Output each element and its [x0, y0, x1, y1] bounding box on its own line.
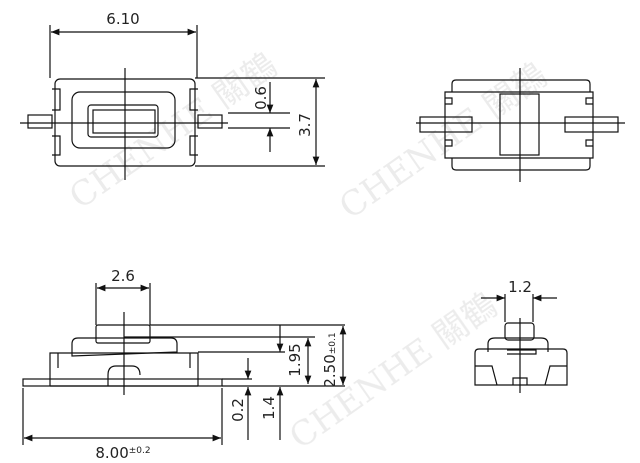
top-view: 6.10 0.6 3.7 — [20, 10, 325, 180]
svg-text:2.50±0.1: 2.50±0.1 — [321, 332, 339, 387]
dim-base-thickness: 0.2 — [229, 398, 247, 422]
dim-end-button-width: 1.2 — [508, 278, 532, 296]
svg-text:CHENHE 關鶴: CHENHE 關鶴 — [332, 55, 554, 227]
bottom-view — [416, 68, 625, 182]
dim-pin-width: 0.6 — [252, 86, 270, 110]
dim-length-tol: ±0.2 — [129, 446, 151, 456]
dim-button-width: 2.6 — [111, 267, 135, 285]
svg-text:CHENHE 關鶴: CHENHE 關鶴 — [62, 45, 284, 217]
dim-body-height: 1.95 — [286, 343, 304, 376]
dim-width: 6.10 — [106, 10, 139, 28]
svg-text:8.00±0.2: 8.00±0.2 — [95, 444, 150, 462]
dim-total-height: 2.50 — [321, 354, 339, 387]
svg-text:CHENHE 關鶴: CHENHE 關鶴 — [282, 285, 504, 457]
dim-1-4: 1.4 — [260, 396, 278, 420]
dim-total-height-tol: ±0.1 — [328, 332, 338, 354]
dim-length: 8.00 — [95, 444, 128, 462]
side-view: 2.6 1.95 2.50±0.1 1.4 0.2 8.00±0.2 — [22, 267, 347, 462]
dim-height: 3.7 — [296, 113, 314, 137]
end-view: 1.2 — [474, 278, 568, 393]
watermark: CHENHE 關鶴 CHENHE 關鶴 CHENHE 關鶴 — [62, 45, 554, 457]
